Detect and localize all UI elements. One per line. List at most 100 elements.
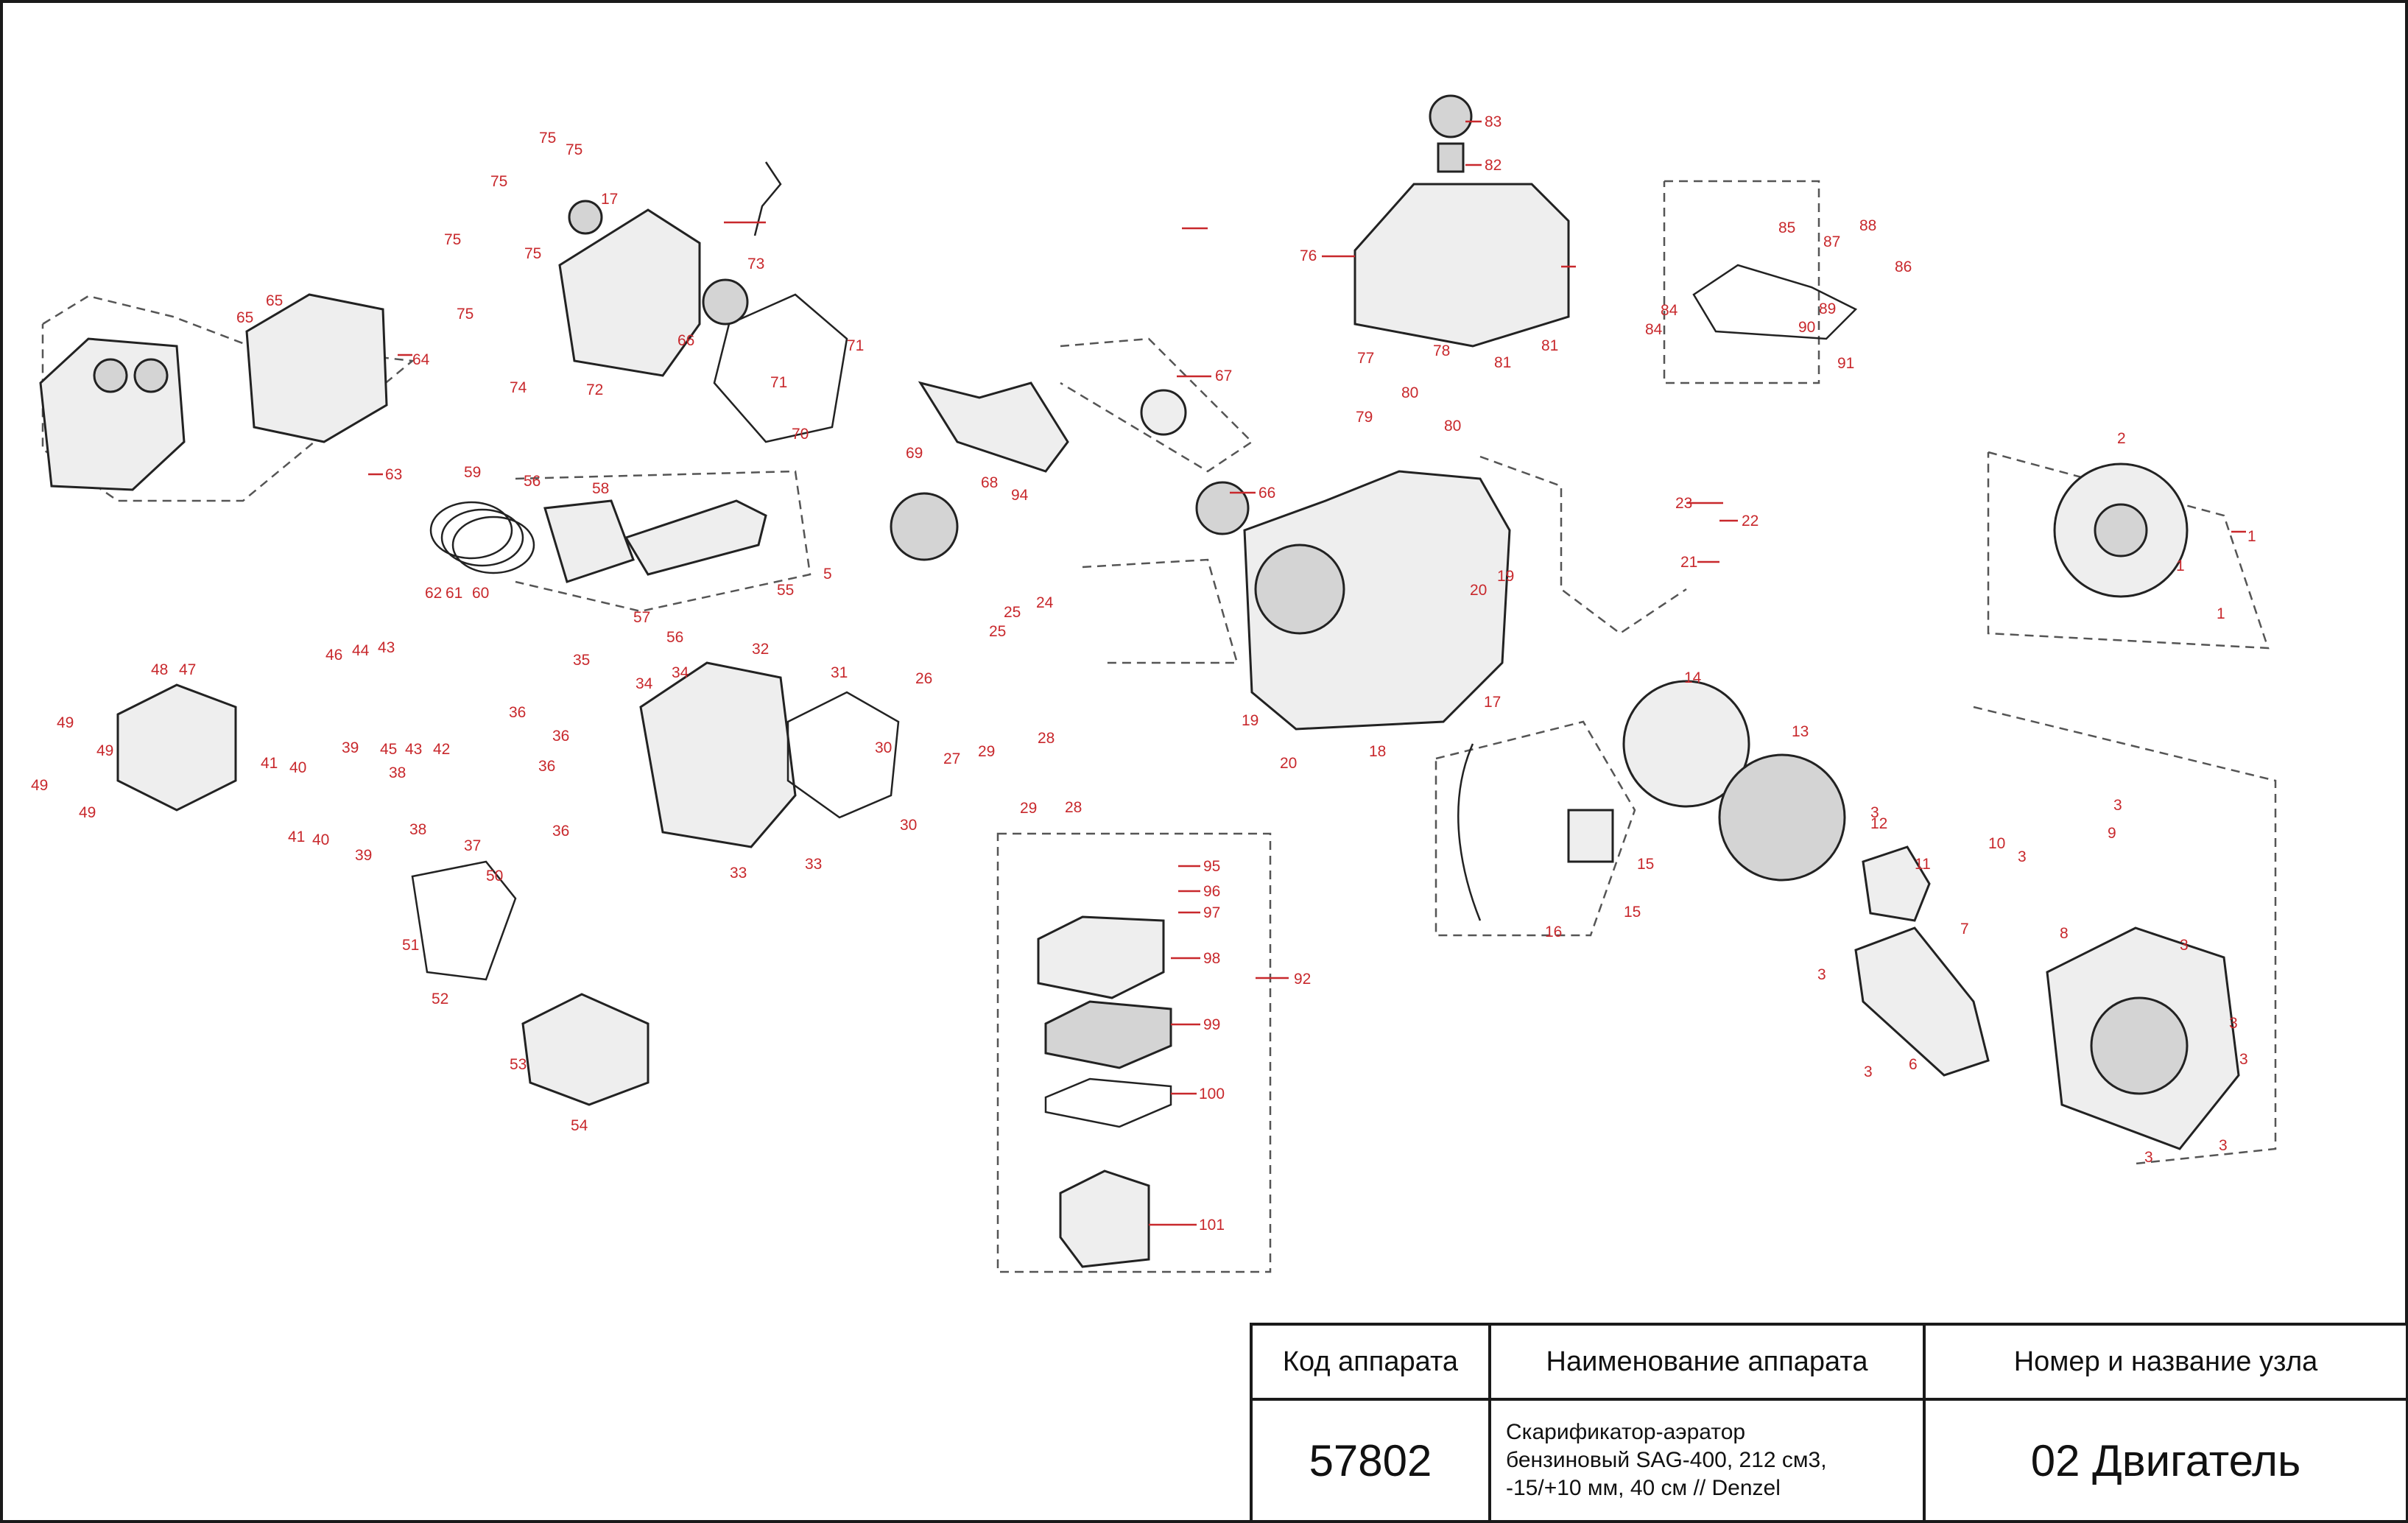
callout-80: 80	[1444, 418, 1461, 435]
outline-crankcase-link	[1479, 455, 1687, 635]
callout-41: 41	[288, 829, 305, 845]
callout-94: 94	[1011, 487, 1029, 504]
device-name-line-2: бензиновый SAG-400, 212 см3,	[1506, 1448, 1827, 1472]
callout-3: 3	[2018, 848, 2027, 865]
outline-ignition-group	[1082, 558, 1239, 664]
outline-throttle-group	[1663, 180, 1820, 384]
callout-49: 49	[57, 714, 74, 731]
callout-6: 6	[1909, 1056, 1918, 1073]
callout-17: 17	[601, 191, 618, 208]
callout-35: 35	[573, 652, 590, 669]
callout-28: 28	[1038, 730, 1055, 747]
callout-26: 26	[915, 670, 932, 687]
callout-34: 34	[672, 664, 689, 681]
callout-100: 100	[1199, 1086, 1225, 1102]
camshaft-gear-part	[890, 492, 959, 561]
callout-66: 66	[677, 332, 694, 349]
muffler-cover-hole	[93, 358, 128, 393]
callout-34: 34	[636, 675, 653, 692]
callout-79: 79	[1356, 409, 1373, 426]
callout-101: 101	[1199, 1217, 1225, 1234]
air-filter-housing-part	[1059, 1169, 1150, 1268]
callout-56: 56	[524, 473, 541, 490]
outline-piston-group	[515, 470, 812, 613]
cover-gasket-part	[713, 293, 848, 443]
callout-66: 66	[1258, 485, 1275, 502]
oil-dipstick-part	[753, 161, 782, 236]
callout-3: 3	[1870, 804, 1879, 821]
callout-53: 53	[510, 1056, 527, 1073]
callout-24: 24	[1036, 594, 1054, 611]
callout-15: 15	[1637, 856, 1654, 873]
callout-37: 37	[464, 837, 481, 854]
carburettor-part	[521, 993, 649, 1106]
callout-67: 67	[1215, 367, 1232, 384]
callout-2: 2	[2117, 430, 2126, 447]
head-gasket-part	[786, 691, 900, 819]
callout-3: 3	[2113, 797, 2122, 814]
piston-ring-part	[429, 501, 513, 560]
callout-25: 25	[1004, 604, 1021, 621]
callout-69: 69	[906, 445, 923, 462]
fuel-cap-part	[1429, 94, 1473, 138]
crankcase-cover-seal	[568, 200, 603, 235]
piston-ring-part-2	[440, 508, 524, 567]
callout-87: 87	[1823, 233, 1840, 250]
callout-13: 13	[1792, 723, 1809, 740]
muffler-body-part	[245, 293, 388, 443]
callout-40: 40	[312, 831, 329, 848]
callout-57: 57	[633, 609, 650, 626]
callout-7: 7	[1960, 921, 1969, 938]
fan-shroud-opening	[2090, 996, 2189, 1095]
callout-97: 97	[1203, 904, 1220, 921]
callout-49: 49	[96, 742, 113, 759]
callout-49: 49	[79, 804, 96, 821]
recoil-starter-hub	[2094, 503, 2148, 558]
callout-19: 19	[1242, 712, 1258, 729]
callout-32: 32	[752, 641, 769, 658]
callout-29: 29	[1020, 800, 1037, 817]
ignition-coil-part	[1567, 809, 1614, 863]
callout-46: 46	[325, 647, 342, 664]
callout-85: 85	[1778, 219, 1795, 236]
callout-84: 84	[1645, 321, 1663, 338]
callout-83: 83	[1485, 113, 1502, 130]
intake-manifold-part	[411, 860, 517, 981]
crankcase-cover-part	[558, 208, 701, 377]
callout-65: 65	[236, 309, 253, 326]
callout-86: 86	[1895, 258, 1912, 275]
title-block: Код аппарата Наименование аппарата Номер…	[1250, 1323, 2408, 1523]
callout-45: 45	[380, 741, 397, 758]
callout-81: 81	[1541, 337, 1558, 354]
callout-88: 88	[1859, 217, 1876, 234]
callout-39: 39	[342, 739, 359, 756]
starter-cup-part	[1862, 845, 1931, 922]
callout-16: 16	[1545, 924, 1562, 940]
fuel-tank-part	[1353, 183, 1570, 348]
outline-governor-group	[1060, 337, 1253, 473]
fuel-filter-part	[1437, 142, 1465, 173]
air-filter-cover-part	[1037, 915, 1165, 999]
callout-3: 3	[2144, 1149, 2153, 1166]
callout-21: 21	[1680, 554, 1697, 571]
callout-44: 44	[352, 642, 370, 659]
callout-72: 72	[586, 381, 603, 398]
callout-63: 63	[385, 466, 402, 483]
outline-cover-group	[41, 295, 415, 502]
outline-air-filter-group	[996, 832, 1272, 1273]
callout-36: 36	[552, 823, 569, 840]
callout-labels: 1 1 1 2 3 3 3 3 3 3 3 3 3 3 5 6 7 8 9 10…	[31, 113, 2256, 1234]
callout-38: 38	[389, 764, 406, 781]
callout-36: 36	[552, 728, 569, 745]
parts	[39, 94, 2240, 1268]
flywheel-part	[1622, 680, 1750, 808]
callout-38: 38	[409, 821, 426, 838]
callout-23: 23	[1675, 495, 1692, 512]
callout-22: 22	[1742, 513, 1759, 530]
governor-gear-part	[1140, 389, 1187, 436]
callout-95: 95	[1203, 858, 1220, 875]
callout-56: 56	[666, 629, 683, 646]
callout-76: 76	[1300, 247, 1317, 264]
callout-3: 3	[1864, 1063, 1873, 1080]
